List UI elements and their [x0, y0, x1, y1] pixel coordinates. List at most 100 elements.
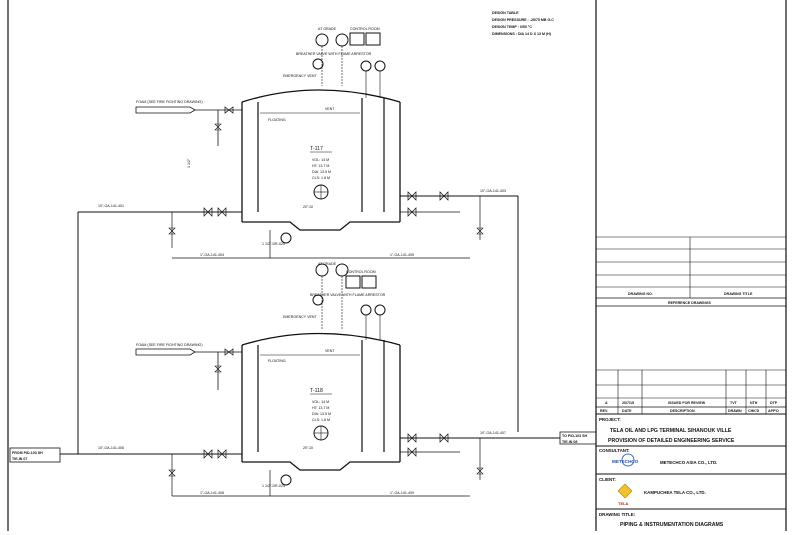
gate-valve-icon	[407, 207, 417, 217]
tank-bottom	[242, 461, 400, 471]
foam-arrow-icon	[135, 106, 196, 114]
rev-date: 20/7/15	[622, 401, 634, 405]
rev-chkd: NTH	[750, 401, 758, 405]
foam-label: FOAM (SEE FIRE FIGHTING DRAWING)	[136, 343, 203, 347]
design-note: DESIGN TEMP : 0/50 °C	[492, 25, 532, 29]
level-indicator-icon	[374, 304, 386, 316]
emergency-vent-label: EMERGENCY VENT	[283, 74, 317, 78]
instr-label-control-room: CONTROL ROOM	[346, 270, 376, 274]
rev-header: REV.	[600, 409, 608, 413]
instr-label-at-grade: AT GRADE	[318, 262, 337, 266]
consultant-label: CONSULTANT:	[599, 448, 630, 453]
drain-valve-icon	[476, 227, 484, 235]
level-indicator-icon	[360, 60, 372, 72]
foam-arrow-icon	[135, 348, 196, 356]
offsheet-to-label: TIE-IN 08	[562, 440, 577, 444]
bottom-line-label: 1"-OA-141-409	[390, 491, 414, 495]
bottom-line-label: 1"-OA-141-405	[390, 253, 414, 257]
instrument-bubble-icon	[280, 474, 292, 486]
gate-valve-icon	[224, 106, 234, 114]
tank-spec: VOL: 14 M	[312, 400, 329, 404]
breather-valve-label: BREATHER VALVE WITH FLAME ARRESTOR	[310, 293, 386, 297]
ref-header-drawing-no: DRAWING NO.	[628, 292, 653, 296]
consultant-logo-text: METECHCO	[612, 459, 639, 464]
rev-description: ISSUED FOR REVIEW	[668, 401, 706, 405]
vent-label: VENT	[325, 107, 335, 111]
rev-appd: DTP	[770, 401, 778, 405]
pressure-indicator-icon	[315, 33, 329, 47]
offsheet-to-label: TO PID-103 SH	[562, 434, 588, 438]
rev-header: APP'D	[768, 409, 779, 413]
level-indicator-icon	[360, 304, 372, 316]
outlet-line-label: 10"-OA-141-407	[480, 431, 506, 435]
floating-label: FLOATING	[268, 118, 286, 122]
small-line-label: 1 1/2"	[187, 158, 191, 168]
breather-valve-label: BREATHER VALVE WITH FLAME ARRESTOR	[296, 52, 372, 56]
gate-valve-icon	[407, 191, 417, 201]
design-notes: DESIGN TABLE DESIGN PRESSURE : -25/75 MB…	[492, 11, 554, 36]
level-indicator-icon	[374, 60, 386, 72]
tank-spec: HT: 13.7 M	[312, 164, 329, 168]
drawing-title-label: DRAWING TITLE:	[599, 512, 636, 517]
pressure-indicator-icon	[335, 33, 349, 47]
client-name: KAMPUCHEA TELA CO., LTD.	[644, 490, 706, 495]
offsheet-from-label: TIE-IN 07	[12, 457, 27, 461]
tank-spec: VOL: 14 M	[312, 158, 329, 162]
inlet-line-label: 10"-OA-141-406	[98, 446, 124, 450]
offsheet-from-label: FROM PID-103 SH	[12, 451, 43, 455]
tank-tag: T-117	[310, 146, 323, 152]
control-room-instrument-icon	[345, 275, 361, 289]
drain-label: 1 1/2"-DR-024	[262, 484, 285, 488]
level-transmitter-icon	[312, 294, 324, 306]
floating-label: FLOATING	[268, 359, 286, 363]
gate-valve-icon	[214, 123, 222, 131]
tank-spec: DIA: 13.5 M	[312, 412, 331, 416]
ref-header-drawing-title: DRAWING TITLE	[724, 292, 753, 296]
gate-valve-icon	[217, 207, 227, 217]
tank-roof	[241, 332, 401, 346]
gate-valve-icon	[407, 433, 417, 443]
project-title-line2: PROVISION OF DETAILED ENGINEERING SERVIC…	[608, 438, 735, 444]
instr-label-control-room: CONTROL ROOM	[350, 27, 380, 31]
tank-spec: HT: 13.7 M	[312, 406, 329, 410]
tank-tag: T-118	[310, 388, 323, 394]
project-label: PROJECT:	[599, 417, 621, 422]
tank-spec: DIA: 13.5 M	[312, 170, 331, 174]
gate-valve-icon	[203, 449, 213, 459]
offsheet-from: FROM PID-103 SH TIE-IN 07	[9, 447, 61, 463]
ref-caption: REFERENCE DRAWINGS	[668, 301, 712, 305]
level-transmitter-icon	[312, 58, 324, 70]
drain-valve-icon	[476, 467, 484, 475]
foam-label: FOAM (SEE FIRE FIGHTING DRAWING)	[136, 100, 203, 104]
rev-header: CHK'D	[748, 409, 760, 413]
inlet-line-label: 10"-OA-141-401	[98, 204, 124, 208]
instr-label-at-grade: AT GRADE	[318, 27, 337, 31]
rev-header: DATE	[622, 409, 632, 413]
gate-valve-icon	[203, 207, 213, 217]
drawing-title: PIPING & INSTRUMENTATION DIAGRAMS	[620, 522, 724, 528]
emergency-vent-label: EMERGENCY VENT	[283, 315, 317, 319]
offsheet-to: TO PID-103 SH TIE-IN 08	[559, 431, 597, 445]
tank-t118-group: AT GRADE CONTROL ROOM BREATHER VALVE WIT…	[60, 262, 560, 497]
instrument-bubble-icon	[280, 232, 292, 244]
gate-valve-icon	[217, 449, 227, 459]
project-title-line1: TELA OIL AND LPG TERMINAL SIHANOUK VILLE	[610, 428, 732, 434]
gate-valve-icon	[224, 348, 234, 356]
control-room-instrument-icon	[365, 32, 381, 46]
tank-roof	[241, 89, 401, 103]
rev-header: DRAWN	[728, 409, 742, 413]
tank-spec: CLS: 1.8 M	[312, 176, 330, 180]
control-room-instrument-icon	[361, 275, 377, 289]
consultant-name: METECHCO ASIA CO., LTD.	[660, 460, 717, 465]
gate-valve-icon	[214, 365, 222, 373]
nozzle-label: 20"-DI	[303, 205, 313, 209]
design-note: DESIGN TABLE	[492, 11, 519, 15]
gate-valve-icon	[439, 433, 449, 443]
drain-valve-icon	[168, 469, 176, 477]
metechco-logo: METECHCO	[612, 453, 639, 467]
client-label: CLIENT:	[599, 477, 616, 482]
tank-t117-group: AT GRADE CONTROL ROOM BREATHER VALVE WIT…	[78, 27, 519, 432]
gate-valve-icon	[407, 447, 417, 457]
